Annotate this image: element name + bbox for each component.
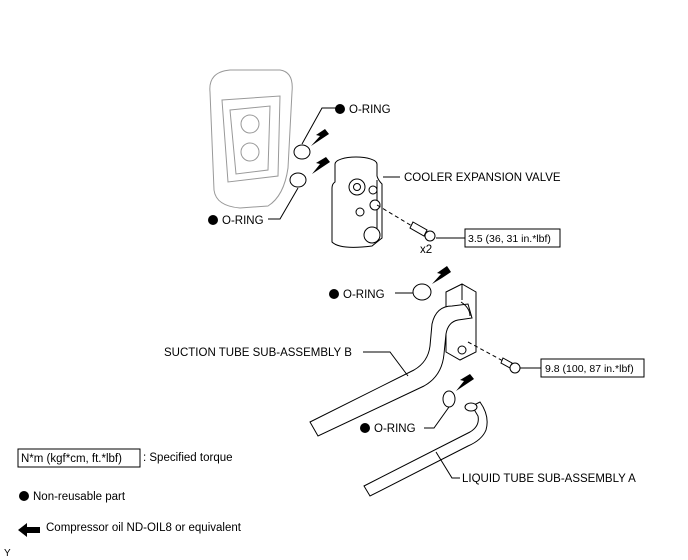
valve-mounting-bolt xyxy=(376,204,436,242)
oil-arrow-lower xyxy=(312,157,330,174)
legend-non-reusable-marker xyxy=(19,491,29,501)
torque-value-tube: 9.8 (100, 87 in.*lbf) xyxy=(545,363,634,375)
torque-value-valve: 3.5 (36, 31 in.*lbf) xyxy=(468,233,551,245)
tube-flange-plate xyxy=(445,283,477,361)
oil-arrow-suction xyxy=(432,266,451,284)
cooler-expansion-valve xyxy=(331,156,383,248)
o-ring-bottom-label: O-RING xyxy=(374,423,416,435)
legend-oil-label: Compressor oil ND-OIL8 or equivalent xyxy=(46,522,242,534)
o-ring-lower xyxy=(289,172,307,188)
cooler-expansion-valve-label: COOLER EXPANSION VALVE xyxy=(404,172,561,184)
legend-non-reusable-label: Non-reusable part xyxy=(33,491,126,503)
o-ring-mid-label: O-RING xyxy=(343,289,385,301)
non-reusable-marker-left xyxy=(208,215,218,225)
oil-arrow-upper xyxy=(311,129,329,146)
legend-torque-box xyxy=(17,448,141,468)
torque-box-tube xyxy=(540,358,645,378)
o-ring-top-label: O-RING xyxy=(349,104,391,116)
legend-torque-description: : Specified torque xyxy=(143,452,233,464)
non-reusable-marker-mid xyxy=(329,289,339,299)
oil-arrow-liquid xyxy=(456,374,474,391)
suction-tube-label: SUCTION TUBE SUB-ASSEMBLY B xyxy=(164,347,352,359)
evaporator-housing xyxy=(209,69,293,209)
non-reusable-marker-top xyxy=(335,104,345,114)
o-ring-suction xyxy=(412,283,432,301)
legend: N*m (kgf*cm, ft.*lbf) : Specified torque… xyxy=(17,448,242,537)
tube-mounting-bolt xyxy=(467,341,521,374)
o-ring-upper xyxy=(293,144,311,160)
legend-torque-units: N*m (kgf*cm, ft.*lbf) xyxy=(21,453,122,465)
corner-mark: Y xyxy=(4,548,11,559)
bolt-quantity-label: x2 xyxy=(420,244,432,256)
torque-box-valve xyxy=(464,228,561,248)
legend-oil-arrow xyxy=(18,523,40,537)
o-ring-left-label: O-RING xyxy=(222,215,264,227)
suction-tube xyxy=(309,301,473,437)
non-reusable-marker-bottom xyxy=(360,423,370,433)
o-ring-liquid xyxy=(442,390,456,408)
liquid-tube-label: LIQUID TUBE SUB-ASSEMBLY A xyxy=(462,473,636,485)
liquid-tube xyxy=(363,401,488,497)
